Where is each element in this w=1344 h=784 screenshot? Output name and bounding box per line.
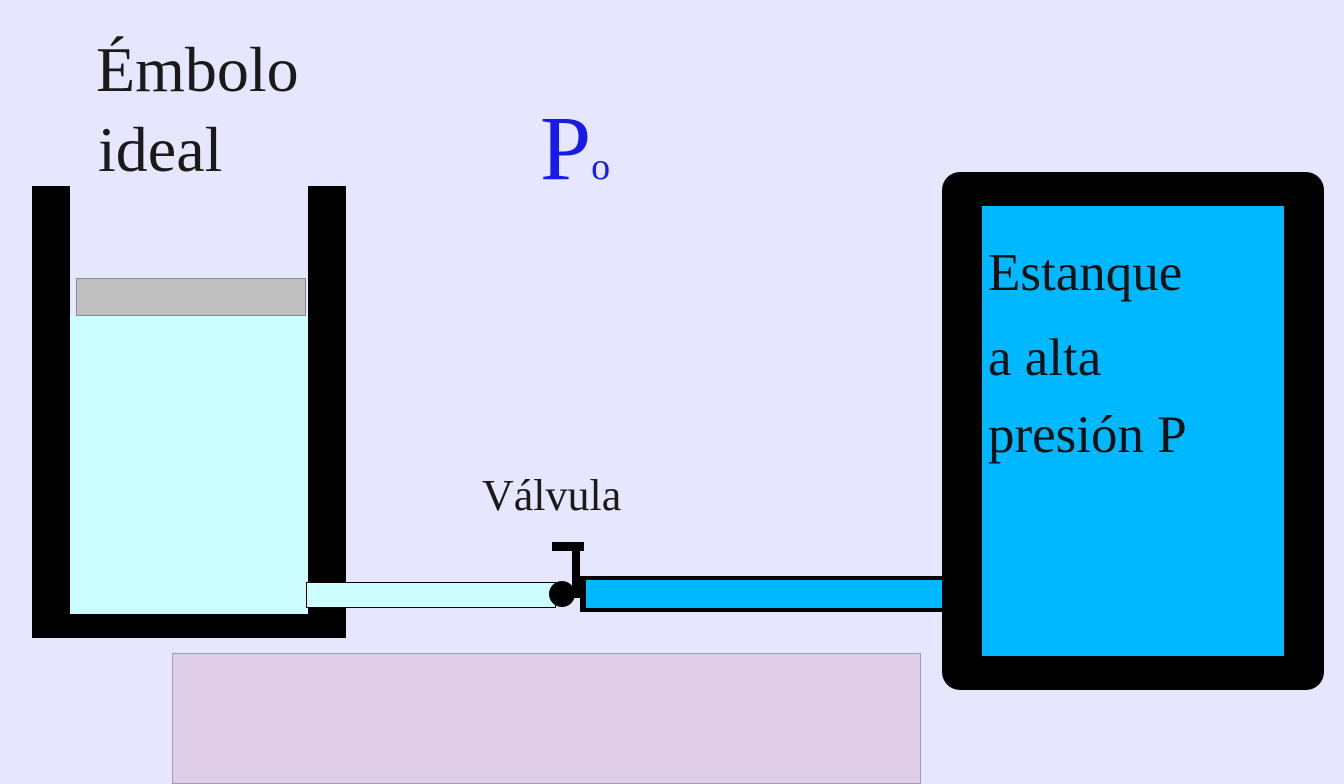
valve-icon[interactable] (546, 540, 588, 612)
cylinder-label-line2: ideal (98, 114, 223, 185)
pressure-subscript: o (591, 146, 611, 188)
tank-fluid (982, 206, 1284, 656)
cylinder-left-wall (32, 186, 70, 638)
pipe-high-pressure (580, 576, 952, 612)
cylinder-right-wall (308, 186, 346, 638)
high-pressure-tank: Estanque a alta presión P (942, 172, 1324, 690)
pipe-low-pressure (306, 582, 556, 608)
pressure-symbol: P (540, 97, 592, 199)
valve-label: Válvula (482, 471, 622, 520)
tank-label-line1: Estanque (988, 244, 1183, 302)
tank-label-line3: presión P (988, 406, 1187, 464)
cylinder-bottom (32, 614, 346, 638)
bottom-panel (172, 653, 921, 784)
tank-label-line2: a alta (988, 329, 1102, 387)
piston-cylinder (32, 186, 348, 640)
piston (76, 278, 306, 316)
ambient-pressure-label: Po (540, 102, 610, 194)
cylinder-label-line1: Émbolo (96, 34, 299, 105)
cylinder-fluid (70, 316, 308, 614)
